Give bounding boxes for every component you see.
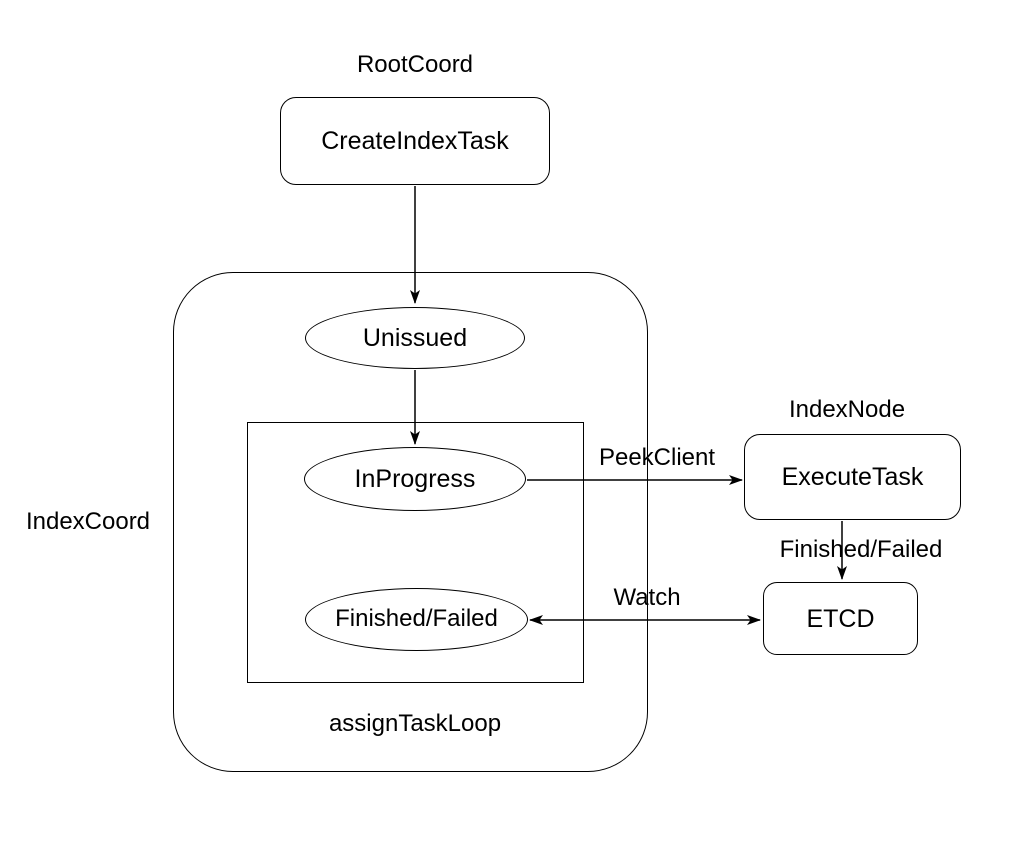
in-progress-state-node: InProgress [304, 447, 526, 511]
finishedfailed-edge-label: Finished/Failed [779, 536, 943, 563]
peekclient-edge-label: PeekClient [598, 444, 716, 471]
watch-edge-label: Watch [613, 584, 681, 611]
finished-failed-label: Finished/Failed [335, 605, 498, 633]
create-index-task-node: CreateIndexTask [280, 97, 550, 185]
rootcoord-group-label: RootCoord [356, 51, 474, 78]
unissued-state-node: Unissued [305, 307, 525, 369]
execute-task-label: ExecuteTask [781, 463, 924, 491]
indexcoord-container [173, 272, 648, 772]
create-index-task-label: CreateIndexTask [321, 127, 509, 155]
execute-task-node: ExecuteTask [744, 434, 961, 520]
etcd-node: ETCD [763, 582, 918, 655]
etcd-label: ETCD [806, 604, 875, 633]
unissued-label: Unissued [362, 324, 468, 352]
finished-failed-state-node: Finished/Failed [305, 588, 528, 651]
assigntaskloop-group-label: assignTaskLoop [328, 710, 502, 737]
in-progress-label: InProgress [354, 465, 476, 493]
indexnode-group-label: IndexNode [788, 396, 906, 423]
indexcoord-group-label: IndexCoord [25, 508, 151, 535]
